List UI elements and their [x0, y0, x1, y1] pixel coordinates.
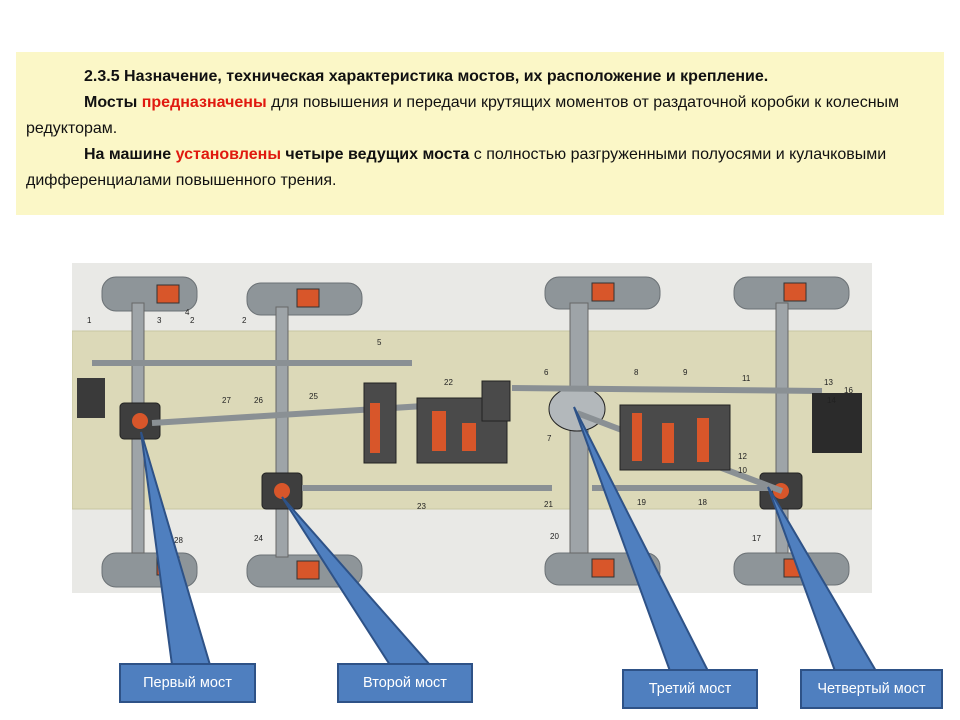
reducer-1-top	[156, 284, 180, 304]
part-number: 13	[824, 378, 833, 387]
part-number: 25	[309, 392, 318, 401]
part-number: 21	[544, 500, 553, 509]
part-number: 23	[417, 502, 426, 511]
first-axle-label: Первый мост	[119, 663, 256, 703]
part-number: 22	[444, 378, 453, 387]
transfer-gear-b	[432, 411, 446, 451]
part-number: 24	[254, 534, 263, 543]
part-number: 10	[738, 466, 747, 475]
reducer-2-bottom	[296, 560, 320, 580]
rear-unit	[812, 393, 862, 453]
part-number: 1	[87, 316, 92, 325]
part-number: 5	[377, 338, 382, 347]
reducer-1-bottom	[156, 556, 180, 576]
part-number: 7	[547, 434, 552, 443]
transfer-gear-a	[370, 403, 380, 453]
diff-gear-1	[132, 413, 148, 429]
part-number: 14	[827, 396, 836, 405]
part-number: 16	[844, 386, 853, 395]
reducer-4-bottom	[783, 558, 807, 578]
installation-highlight: установлены	[175, 146, 281, 163]
gearbox-gear-c	[697, 418, 709, 462]
part-number: 2	[190, 316, 195, 325]
part-number: 8	[634, 368, 639, 377]
part-number: 19	[637, 498, 646, 507]
part-number: 12	[738, 452, 747, 461]
part-number: 2	[242, 316, 247, 325]
reducer-4-top	[783, 282, 807, 302]
installation-lead: На машине	[84, 146, 176, 163]
fourth-axle-label: Четвертый мост	[800, 669, 943, 709]
wheel-1-top	[101, 276, 198, 312]
installation-count: четыре ведущих моста	[280, 146, 470, 163]
purpose-rest: для повышения и передачи крутящих момент…	[26, 94, 900, 137]
purpose-highlight: предназначены	[141, 94, 267, 111]
part-number: 26	[254, 396, 263, 405]
reducer-3-bottom	[591, 558, 615, 578]
paragraph-purpose: Мосты предназначены для повышения и пере…	[26, 90, 910, 142]
part-number: 3	[157, 316, 162, 325]
second-axle-label: Второй мост	[337, 663, 473, 703]
transfer-block-c	[481, 380, 511, 422]
paragraph-installation: На машине установлены четыре ведущих мос…	[26, 142, 910, 194]
transfer-gear-c	[462, 423, 476, 451]
wheel-1-bottom	[101, 552, 198, 588]
section-heading: 2.3.5 Назначение, техническая характерис…	[84, 68, 769, 85]
transmission-diagram: 1 2 2 3 4 5 6 7 8 9 10 11 12 13 14 16 17…	[72, 263, 872, 593]
axle-beam-4	[775, 302, 789, 554]
shaft-rear-upper	[511, 385, 823, 394]
part-number: 27	[222, 396, 231, 405]
front-winch	[77, 378, 105, 418]
third-axle-label: Третий мост	[622, 669, 758, 709]
gearbox-gear-b	[662, 423, 674, 463]
gearbox-gear-a	[632, 413, 642, 461]
reducer-2-top	[296, 288, 320, 308]
part-number: 17	[752, 534, 761, 543]
part-number: 11	[742, 374, 751, 383]
part-number: 18	[698, 498, 707, 507]
part-number: 6	[544, 368, 549, 377]
reducer-3-top	[591, 282, 615, 302]
part-number: 20	[550, 532, 559, 541]
part-number: 28	[174, 536, 183, 545]
axle-beam-2	[275, 306, 289, 558]
part-number: 4	[185, 308, 190, 317]
installation-rest: с полностью разгруженными полуосями и ку…	[26, 146, 887, 189]
chassis-outline	[72, 330, 872, 510]
description-text-block: 2.3.5 Назначение, техническая характерис…	[16, 52, 944, 215]
purpose-lead: Мосты	[84, 94, 142, 111]
transmission-drawing: 1 2 2 3 4 5 6 7 8 9 10 11 12 13 14 16 17…	[72, 276, 872, 588]
diff-gear-2	[274, 483, 290, 499]
part-number: 9	[683, 368, 688, 377]
differential-3	[548, 386, 606, 432]
